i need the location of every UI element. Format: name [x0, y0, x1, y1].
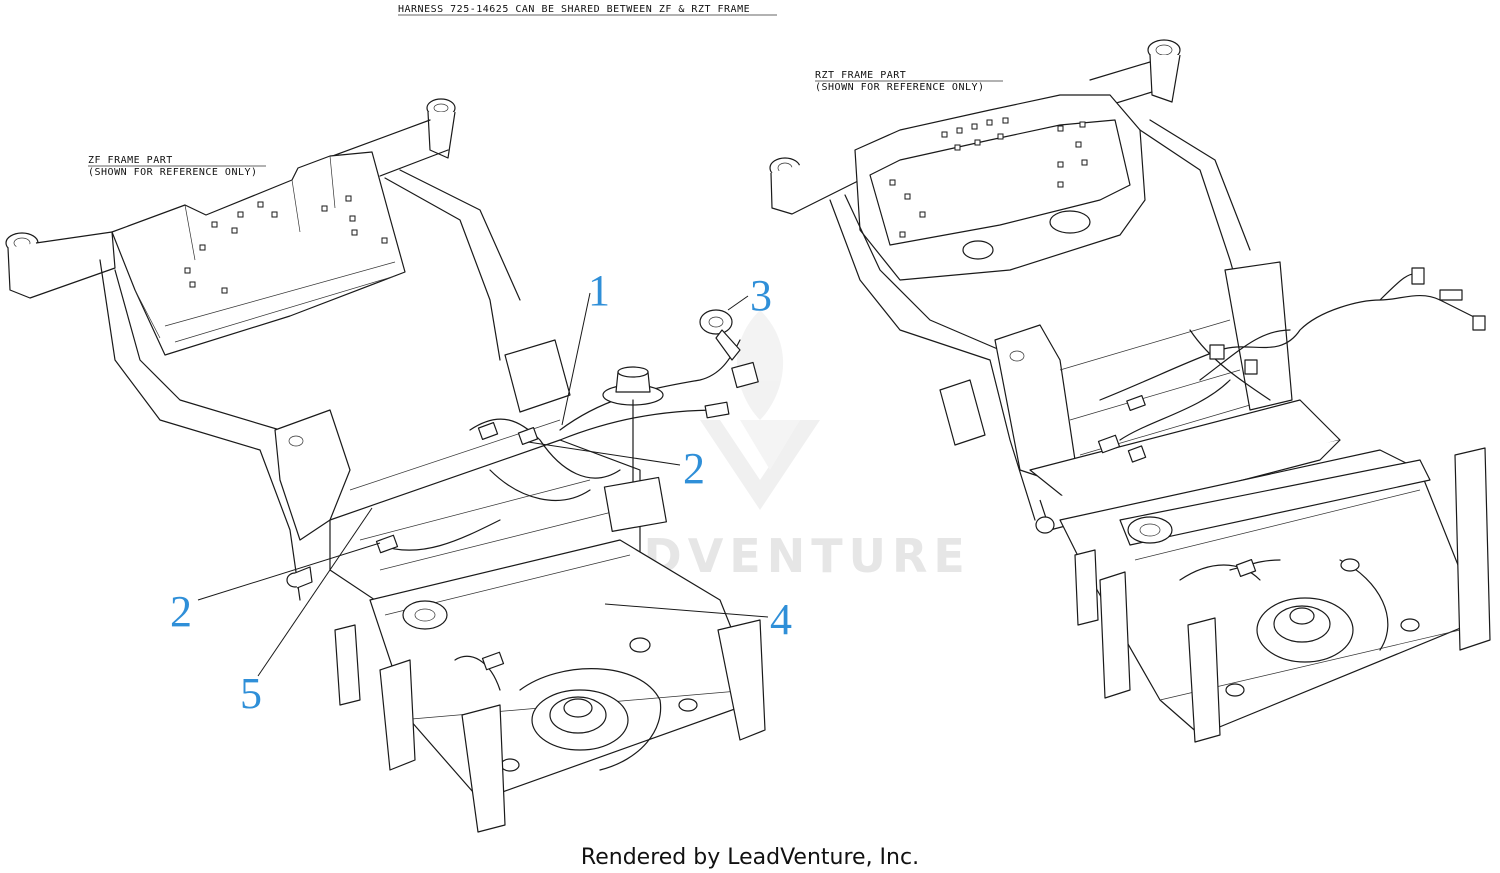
- rzt-frame-drawing: [769, 39, 1491, 743]
- zf-label-line1: ZF FRAME PART: [88, 155, 173, 166]
- zf-label-line2: (SHOWN FOR REFERENCE ONLY): [88, 167, 258, 178]
- footer-credit: Rendered by LeadVenture, Inc.: [581, 845, 919, 870]
- callout-5: 5: [240, 507, 373, 718]
- callout-4-number: 4: [770, 595, 792, 644]
- callout-1: 1: [561, 266, 610, 426]
- callout-5-number: 5: [240, 669, 262, 718]
- callout-5-leader: [257, 507, 373, 677]
- callout-2-upper-leader: [527, 441, 681, 466]
- fuel-cap: [602, 366, 664, 486]
- harness-note: HARNESS 725-14625 CAN BE SHARED BETWEEN …: [398, 4, 750, 15]
- callout-3-leader: [727, 295, 749, 311]
- callout-1-number: 1: [588, 266, 610, 315]
- callout-4-leader: [604, 603, 769, 618]
- rzt-label-line2: (SHOWN FOR REFERENCE ONLY): [815, 82, 985, 93]
- rzt-label-line1: RZT FRAME PART: [815, 70, 906, 81]
- callout-3: 3: [727, 271, 772, 320]
- callout-2-upper-number: 2: [683, 444, 705, 493]
- callout-2-upper: 2: [527, 441, 705, 493]
- callout-1-leader: [561, 292, 591, 426]
- key-switch: [699, 309, 741, 361]
- callout-2-lower: 2: [170, 542, 381, 636]
- callout-2-lower-number: 2: [170, 587, 192, 636]
- callout-3-number: 3: [750, 271, 772, 320]
- callout-4: 4: [604, 595, 792, 644]
- watermark-logo: [700, 310, 820, 510]
- callout-2-lower-leader: [197, 542, 381, 601]
- zf-panel-holes: [184, 195, 388, 294]
- zf-frame-drawing: [5, 98, 766, 833]
- rzt-panel-holes: [889, 117, 1088, 238]
